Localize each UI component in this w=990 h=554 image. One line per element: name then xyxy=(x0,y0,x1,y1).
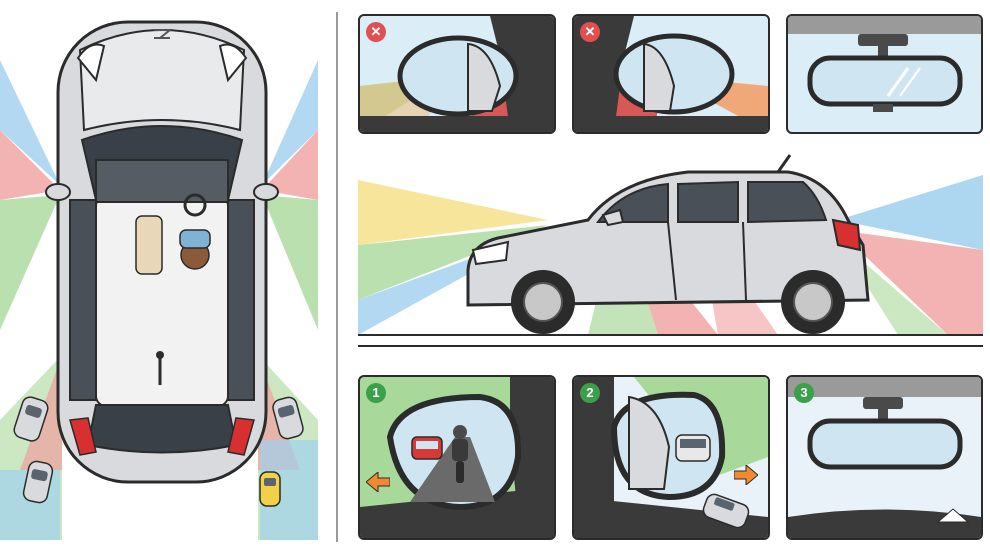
left-zone-red xyxy=(0,130,60,200)
small-car-left-2 xyxy=(22,460,54,504)
cross-icon: ✕ xyxy=(366,22,386,42)
right-zone-red xyxy=(262,130,318,200)
step-number-badge: 2 xyxy=(580,383,600,403)
top-view-illustration xyxy=(0,0,330,554)
main-car-side xyxy=(466,154,870,334)
left-zone-green xyxy=(0,195,60,330)
motorcycle-icon xyxy=(452,425,468,483)
correct-mirror-panel-1: 1 xyxy=(358,375,556,540)
correct-mirror-panel-2: 2 xyxy=(572,375,770,540)
right-blind-zone-blue xyxy=(262,60,318,185)
wrong-mirror-panel-1: ✕ xyxy=(358,14,556,134)
wrong-mirror-panel-2: ✕ xyxy=(572,14,770,134)
small-car-yellow xyxy=(259,471,281,507)
passing-car-icon xyxy=(702,493,750,529)
main-car-top xyxy=(45,20,279,484)
rearview-mirror-panel-top xyxy=(786,14,983,134)
rearview-mirror-panel-step: 3 xyxy=(786,375,983,540)
left-blind-zone-blue xyxy=(0,60,60,185)
step-number-badge: 1 xyxy=(366,383,386,403)
brand-logo-icon xyxy=(154,29,173,39)
cross-icon: ✕ xyxy=(580,22,600,42)
vertical-divider xyxy=(336,12,338,542)
arrow-right-icon xyxy=(734,465,758,485)
arrow-left-icon xyxy=(366,472,390,492)
small-car-right-1 xyxy=(272,396,304,440)
small-car-left-1 xyxy=(13,396,49,442)
side-view-illustration xyxy=(358,150,983,345)
right-zone-green xyxy=(262,195,318,330)
road-line xyxy=(358,345,983,347)
step-number-badge: 3 xyxy=(794,383,814,403)
